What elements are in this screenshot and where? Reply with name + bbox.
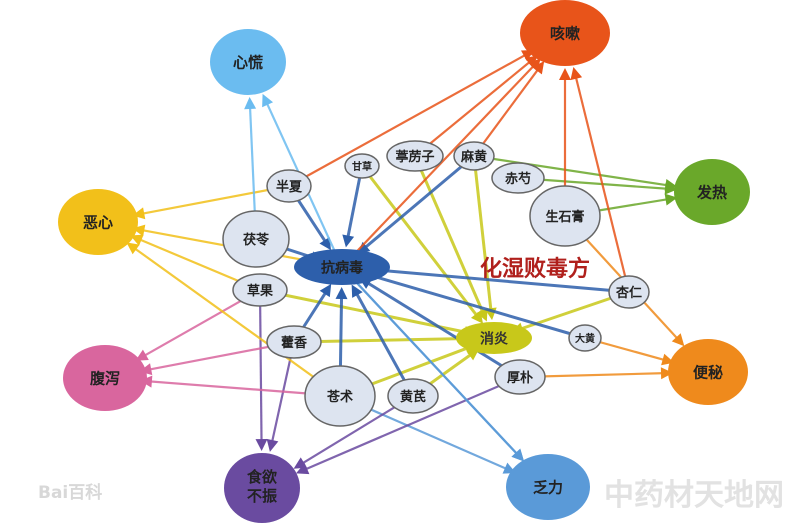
node-fuxie[interactable]: 腹泻 — [63, 345, 147, 411]
arrowhead-icon — [255, 438, 268, 452]
node-label: 恶心 — [83, 214, 113, 232]
node-label: 咳嗽 — [550, 25, 580, 43]
arrowhead-icon — [664, 182, 678, 195]
node-shiyu[interactable]: 食欲不振 — [224, 453, 300, 523]
node-label: 心慌 — [233, 54, 263, 72]
arrowhead-icon — [266, 438, 279, 452]
node-chishao[interactable]: 赤芍 — [491, 162, 545, 194]
node-label: 杏仁 — [616, 285, 642, 301]
edge-huangqi-kangbingdu — [351, 284, 415, 397]
arrowhead-icon — [664, 193, 678, 206]
arrowhead-icon — [524, 55, 538, 68]
node-label: 茯苓 — [243, 232, 270, 248]
node-label: 食欲不振 — [246, 468, 277, 505]
arrowhead-icon — [262, 93, 274, 108]
node-cangzhu[interactable]: 苍术 — [304, 365, 376, 427]
node-label: 半夏 — [276, 179, 303, 195]
arrowhead-icon — [660, 367, 674, 380]
node-label: 大黄 — [575, 332, 595, 345]
node-xingren[interactable]: 杏仁 — [608, 275, 650, 309]
node-dahuang[interactable]: 大黄 — [568, 324, 602, 352]
edge-gancao-xiaoyan — [360, 165, 484, 324]
node-label: 生石膏 — [545, 209, 584, 225]
edge-xingren-kesou — [570, 66, 631, 293]
arrowhead-icon — [559, 68, 571, 80]
node-label: 葶苈子 — [395, 149, 434, 165]
edge-houpu-shiyu — [295, 375, 521, 475]
edge-cangzhu-exin — [126, 242, 341, 397]
edge-kangbingdu-kesou — [341, 58, 541, 268]
node-bianmi[interactable]: 便秘 — [668, 339, 748, 405]
node-huoxiang[interactable]: 藿香 — [266, 325, 322, 359]
arrowhead-icon — [319, 236, 332, 251]
node-huangqi[interactable]: 黄芪 — [387, 378, 439, 414]
node-houpu[interactable]: 厚朴 — [494, 359, 546, 395]
baike-watermark: Bai百科 — [38, 483, 103, 503]
node-banxia[interactable]: 半夏 — [266, 169, 312, 203]
edge-tinglizi-kesou — [414, 55, 538, 157]
edge-caoguo-shiyu — [255, 289, 268, 452]
node-mahuang[interactable]: 麻黄 — [453, 141, 495, 171]
arrowhead-icon — [528, 58, 541, 72]
arrowhead-icon — [130, 234, 144, 246]
node-label: 抗病毒 — [321, 259, 363, 276]
arrowhead-icon — [570, 66, 583, 81]
node-xinhuang[interactable]: 心慌 — [210, 29, 286, 95]
edge-mahuang-kesou — [473, 61, 545, 157]
arrowhead-icon — [244, 96, 257, 110]
arrowhead-icon — [511, 448, 525, 462]
node-kangbingdu[interactable]: 抗病毒 — [294, 249, 390, 285]
node-caoguo[interactable]: 草果 — [232, 273, 288, 307]
node-label: 厚朴 — [507, 370, 533, 386]
node-label: 麻黄 — [460, 149, 487, 165]
arrowhead-icon — [126, 242, 140, 255]
node-kesou[interactable]: 咳嗽 — [520, 0, 610, 66]
node-shengshigao[interactable]: 生石膏 — [529, 185, 601, 247]
arrowhead-icon — [319, 283, 332, 298]
node-fare[interactable]: 发热 — [674, 159, 750, 225]
edge-tinglizi-xiaoyan — [413, 155, 488, 322]
node-tinglizi[interactable]: 葶苈子 — [386, 140, 444, 172]
arrowhead-icon — [351, 284, 363, 298]
arrowhead-icon — [342, 234, 355, 248]
node-fuling[interactable]: 茯苓 — [222, 210, 290, 268]
arrowhead-icon — [671, 333, 685, 347]
arrowhead-icon — [335, 286, 348, 300]
diagram-title: 化湿败毒方 — [480, 256, 590, 282]
node-label: 赤芍 — [505, 171, 531, 187]
node-label: 苍术 — [326, 389, 353, 405]
node-exin[interactable]: 恶心 — [58, 189, 138, 255]
arrowhead-icon — [135, 349, 149, 361]
arrowhead-icon — [476, 308, 488, 322]
edge-kangbingdu-fali — [341, 266, 525, 462]
node-label: 便秘 — [693, 364, 723, 382]
node-label: 发热 — [696, 184, 727, 202]
arrowhead-icon — [295, 463, 310, 475]
node-label: 乏力 — [533, 479, 563, 497]
node-label: 消炎 — [480, 330, 508, 347]
arrowhead-icon — [532, 61, 545, 75]
node-label: 腹泻 — [90, 370, 120, 388]
node-label: 甘草 — [352, 160, 372, 173]
node-label: 草果 — [247, 283, 273, 299]
node-gancao[interactable]: 甘草 — [344, 153, 380, 179]
node-fali[interactable]: 乏力 — [506, 454, 590, 520]
node-label: 黄芪 — [400, 389, 426, 405]
node-label: 藿香 — [281, 335, 308, 351]
site-watermark: 中药材天地网 — [604, 478, 784, 513]
node-xiaoyan[interactable]: 消炎 — [456, 322, 532, 354]
